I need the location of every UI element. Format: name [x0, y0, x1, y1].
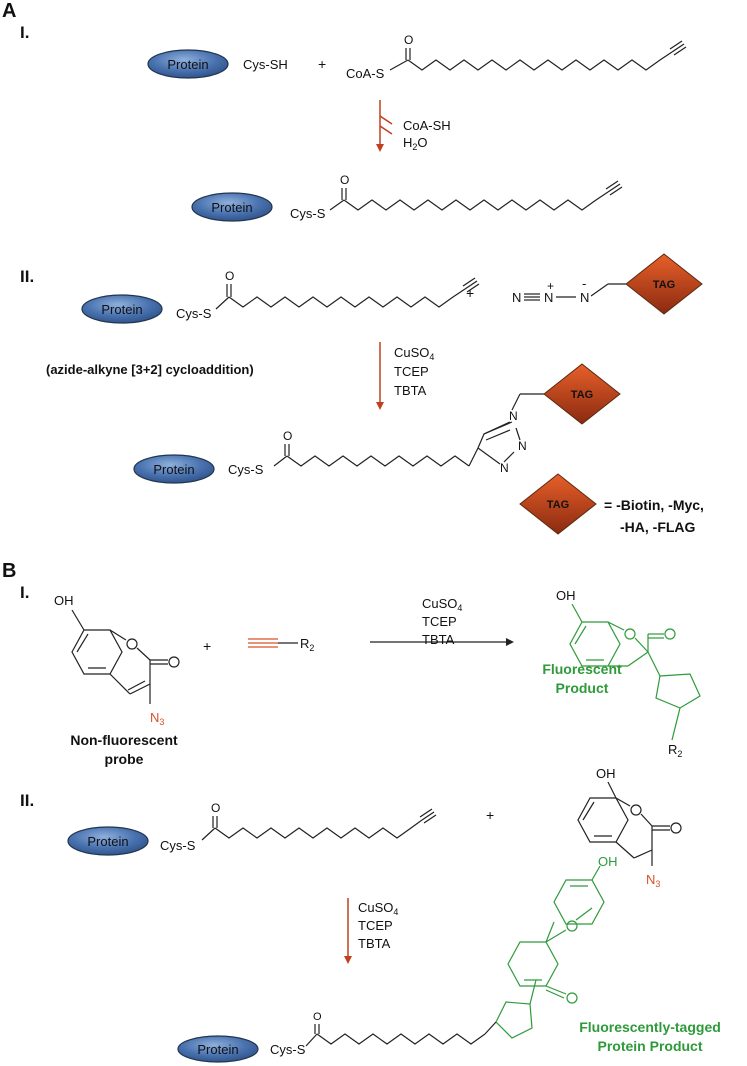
- carbonyl-oxygen: O: [211, 801, 220, 815]
- svg-text:N: N: [580, 290, 589, 305]
- azide-group: N3: [646, 872, 660, 889]
- panel-b-step2-label: II.: [20, 791, 34, 810]
- svg-text:+: +: [547, 279, 554, 293]
- panel-b-label: B: [2, 560, 16, 582]
- panel-a-label: A: [2, 0, 16, 22]
- protein-label: Protein: [87, 834, 128, 849]
- svg-text:TAG: TAG: [653, 279, 675, 291]
- panel-b-step1-label: I.: [20, 583, 29, 602]
- svg-text:N: N: [500, 461, 509, 475]
- reagent-tcep: TCEP: [394, 364, 429, 379]
- svg-text:N: N: [544, 290, 553, 305]
- fluorescent-product-line2: Product: [556, 680, 609, 696]
- protein-ellipse-a2-product: Protein: [133, 454, 215, 484]
- acyl-chain-b2-product: [305, 1024, 486, 1047]
- arrow-b1: [370, 638, 514, 646]
- protein-ellipse-b2-product: Protein: [177, 1035, 259, 1063]
- plus-sign: +: [486, 807, 494, 823]
- cys-s-label: Cys-S: [270, 1042, 306, 1057]
- byproduct-water: H2O: [403, 135, 428, 152]
- tagged-product-line1: Fluorescently-tagged: [579, 1019, 721, 1035]
- svg-text:TAG: TAG: [571, 389, 593, 401]
- r2-substituent: R2: [668, 742, 682, 759]
- reagent-tbta: TBTA: [422, 632, 455, 647]
- carbonyl-oxygen: O: [340, 173, 349, 187]
- coumarin-azide-probe-b2: OH N3: [577, 766, 682, 889]
- cys-s-label: Cys-S: [160, 838, 196, 853]
- coa-s-label: CoA-S: [346, 66, 385, 81]
- azide-group: N3: [150, 710, 164, 727]
- acyl-chain-a1: [389, 40, 687, 71]
- protein-ellipse-a1: Protein: [147, 49, 229, 79]
- protein-label: Protein: [101, 302, 142, 317]
- reagent-cuso4: CuSO4: [358, 900, 398, 917]
- svg-text:N: N: [509, 409, 518, 423]
- protein-label: Protein: [197, 1042, 238, 1057]
- cys-s-label: Cys-S: [228, 462, 264, 477]
- arrow-a2: [376, 342, 384, 410]
- svg-text:N: N: [518, 439, 527, 453]
- svg-text:-: -: [582, 276, 586, 291]
- plus-sign: +: [466, 285, 474, 301]
- protein-ellipse-b2: Protein: [67, 826, 149, 856]
- carbonyl-oxygen: O: [225, 269, 234, 283]
- cys-s-label: Cys-S: [176, 306, 212, 321]
- fluorescent-tag-b2: [484, 865, 605, 1039]
- svg-text:OH: OH: [596, 766, 616, 781]
- reagent-tbta: TBTA: [358, 936, 391, 951]
- tag-legend-diamond: TAG: [519, 473, 597, 535]
- arrow-a1: [376, 100, 393, 152]
- reagent-tcep: TCEP: [422, 614, 457, 629]
- tag-legend-line2: -HA, -FLAG: [620, 519, 696, 535]
- tag-diamond: TAG: [543, 363, 621, 425]
- panel-a-step1-label: I.: [20, 23, 29, 42]
- reaction-name-label: (azide-alkyne [3+2] cycloaddition): [46, 362, 254, 377]
- carbonyl-oxygen: O: [283, 429, 292, 443]
- reagent-tbta: TBTA: [394, 383, 427, 398]
- svg-text:N: N: [512, 290, 521, 305]
- acyl-chain-a1-product: [329, 180, 623, 211]
- tagged-product-line2: Protein Product: [597, 1038, 702, 1054]
- svg-text:TAG: TAG: [547, 499, 569, 511]
- acyl-chain-a2: [215, 277, 480, 310]
- tag-diamond: TAG: [625, 253, 703, 315]
- reagent-cuso4: CuSO4: [394, 345, 434, 362]
- protein-label: Protein: [153, 462, 194, 477]
- reagent-cuso4: CuSO4: [422, 596, 462, 613]
- svg-text:OH: OH: [556, 588, 576, 603]
- svg-text:R2: R2: [300, 636, 314, 653]
- protein-ellipse-a1-product: Protein: [191, 192, 273, 222]
- byproduct-coa-sh: CoA-SH: [403, 118, 451, 133]
- carbonyl-oxygen: O: [404, 33, 413, 47]
- terminal-alkyne: R2: [248, 636, 314, 653]
- protein-ellipse-a2: Protein: [81, 294, 163, 324]
- reagent-tcep: TCEP: [358, 918, 393, 933]
- protein-label: Protein: [167, 57, 208, 72]
- probe-caption-line1: Non-fluorescent: [70, 732, 178, 748]
- coumarin-azide-probe: OH N3: [54, 593, 180, 727]
- acyl-chain-b2: [201, 808, 437, 841]
- triazole-ring-a2: N N N: [468, 393, 544, 475]
- cys-s-label: Cys-S: [290, 206, 326, 221]
- probe-caption-line2: probe: [105, 751, 144, 767]
- arrow-b2: [344, 898, 352, 964]
- panel-a-step2-label: II.: [20, 267, 34, 286]
- svg-text:OH: OH: [54, 593, 74, 608]
- plus-sign: +: [318, 56, 326, 72]
- fluorescent-product-line1: Fluorescent: [542, 661, 622, 677]
- carbonyl-oxygen: O: [313, 1011, 322, 1023]
- fluorescent-product: OH: [556, 588, 701, 741]
- tag-legend-line1: = -Biotin, -Myc,: [604, 497, 704, 513]
- plus-sign: +: [203, 638, 211, 654]
- hydroxyl-label: OH: [598, 854, 618, 869]
- azide-reagent: N N + N -: [512, 276, 626, 305]
- protein-label: Protein: [211, 200, 252, 215]
- cys-sh-label: Cys-SH: [243, 57, 288, 72]
- acyl-chain-a2-product: [273, 444, 470, 467]
